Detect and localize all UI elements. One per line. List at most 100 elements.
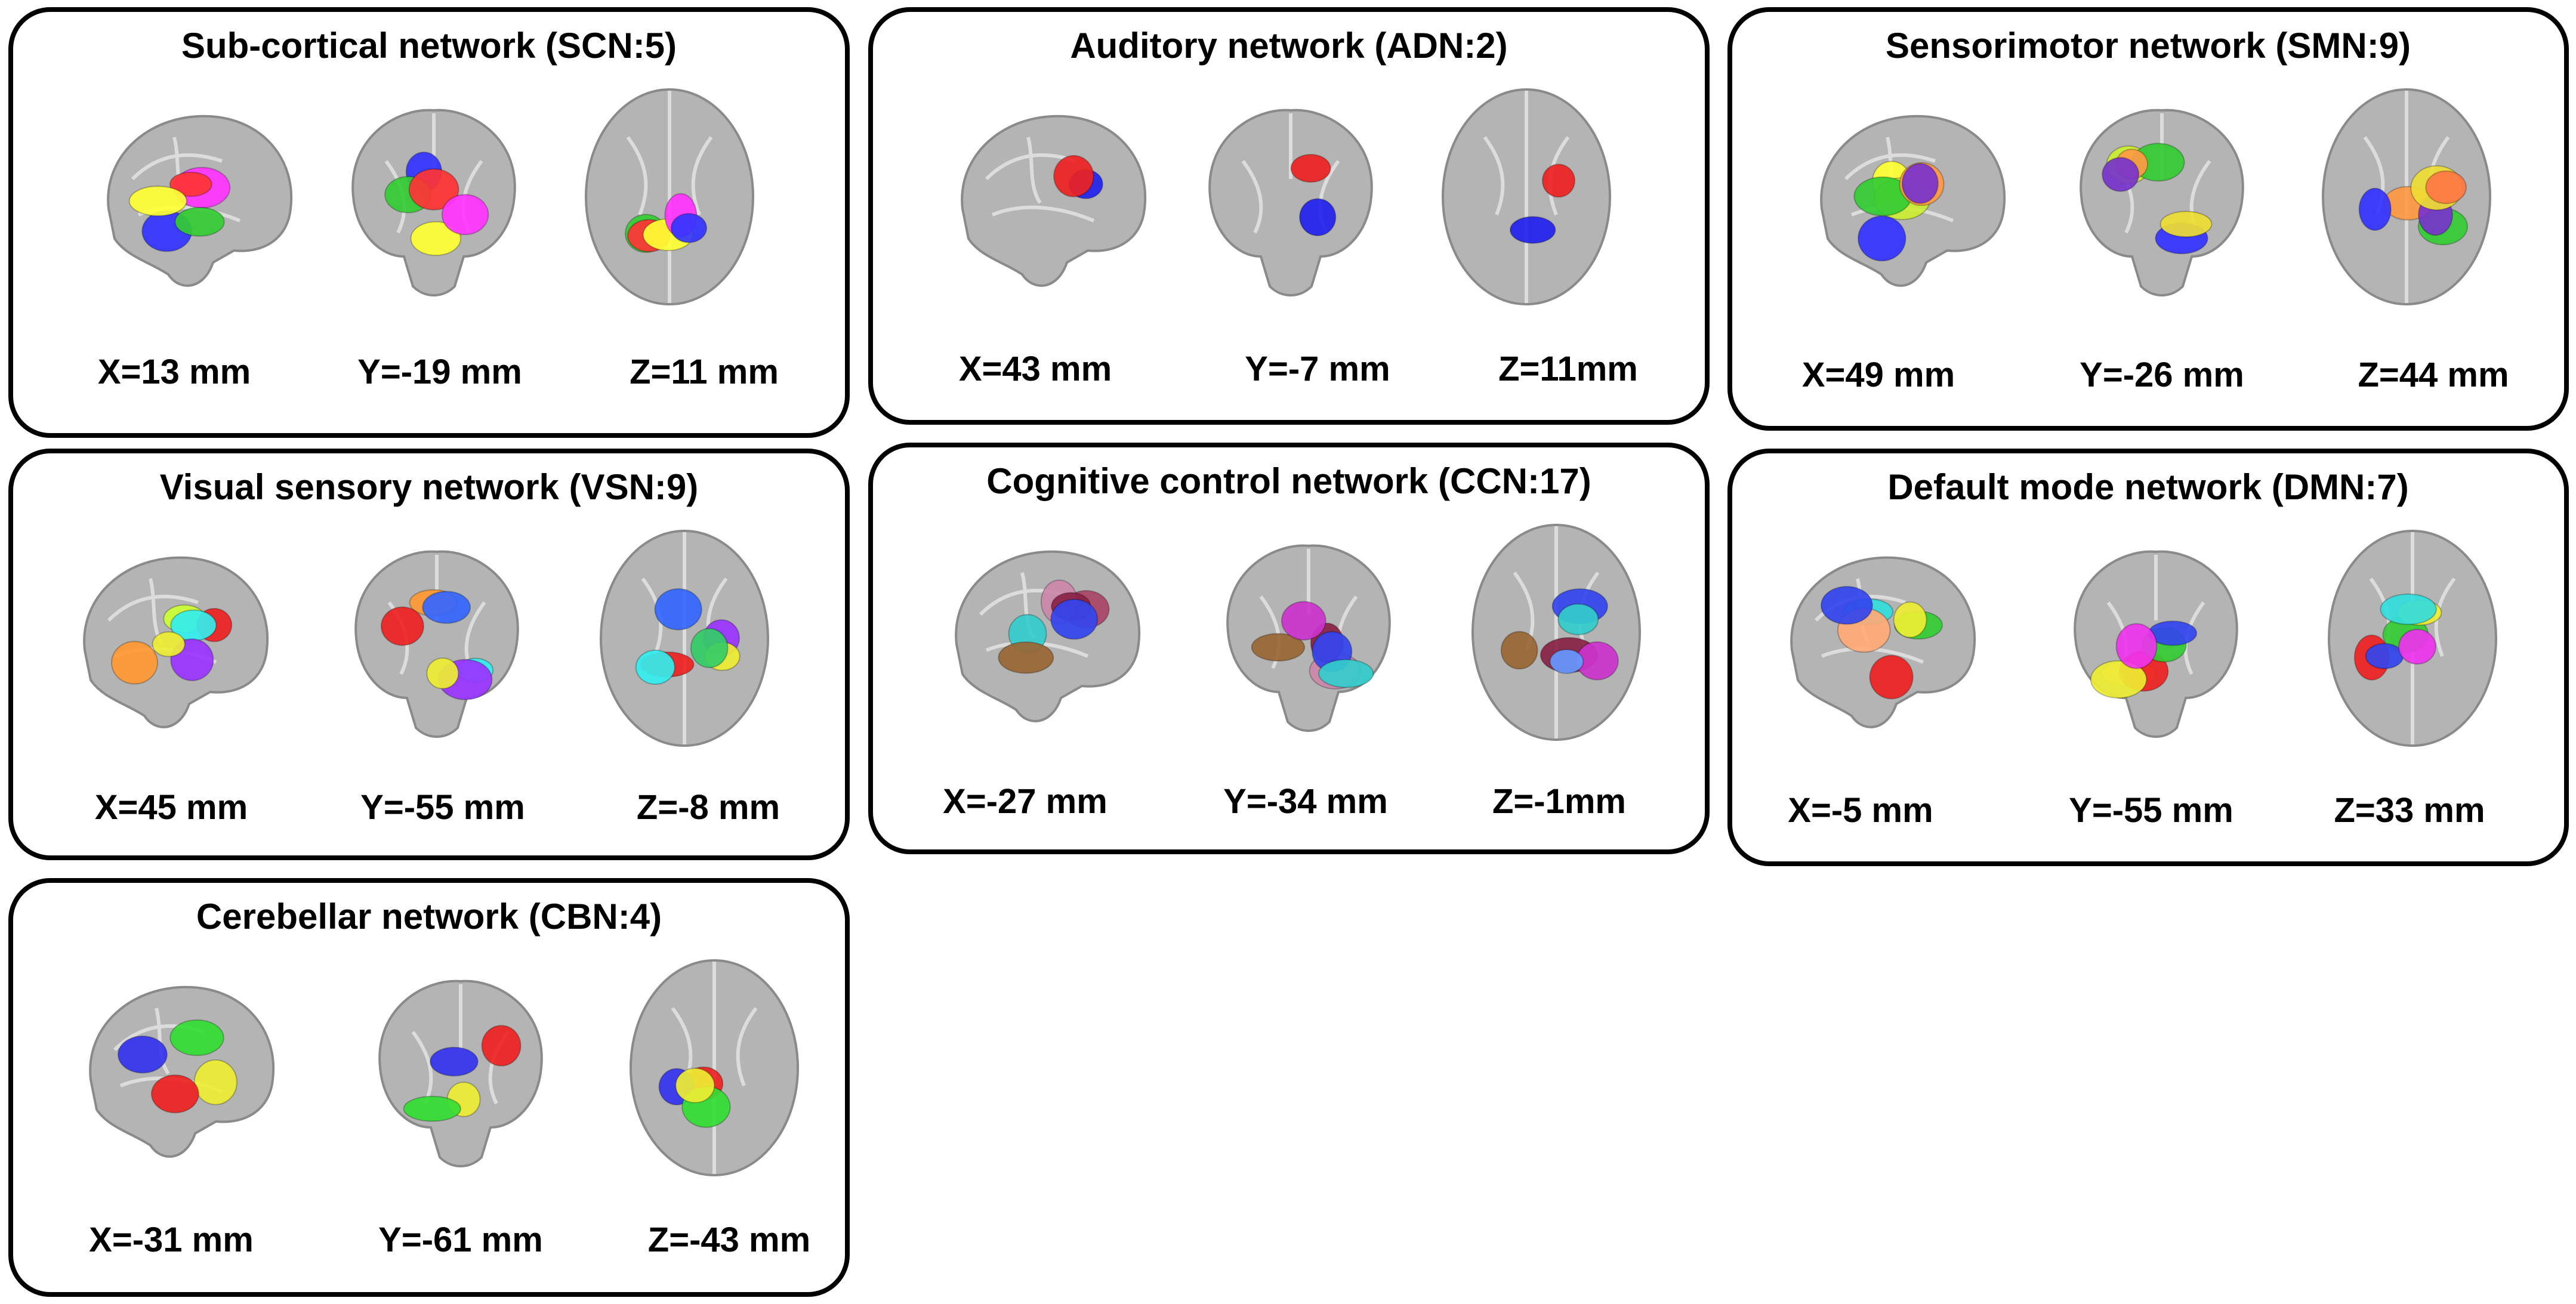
sagittal-slice (67, 954, 294, 1181)
activation-blob (2090, 660, 2148, 699)
sagittal-brain-icon (83, 556, 269, 728)
activation-blob (1869, 654, 1914, 700)
activation-blob (2159, 211, 2213, 237)
activation-blob (1050, 598, 1099, 640)
activation-blob (2425, 170, 2467, 205)
coronal-brain-icon (351, 109, 516, 296)
axial-slice (2299, 525, 2526, 752)
coronal-brain-icon (2074, 550, 2238, 738)
panel-title: Visual sensory network (VSN:9) (159, 467, 699, 507)
sagittal-slice (1768, 525, 1995, 752)
coronal-slice (2049, 84, 2275, 310)
activation-blob (1858, 215, 1906, 262)
activation-blob (2358, 187, 2392, 231)
activation-blob (1281, 601, 1326, 641)
activation-blob (2365, 642, 2404, 669)
y-coordinate-label: Y=-34 mm (1223, 782, 1388, 821)
y-coordinate-label: Y=-61 mm (378, 1220, 543, 1259)
activation-blob (1318, 659, 1374, 688)
activation-blob (670, 213, 708, 243)
sagittal-slice (85, 84, 311, 310)
activation-blob (403, 1095, 462, 1122)
coronal-slice (320, 84, 547, 310)
activation-blob (1901, 163, 1939, 204)
x-coordinate-label: X=-31 mm (89, 1220, 254, 1259)
axial-slice (556, 84, 783, 310)
sagittal-slice (1798, 84, 2025, 310)
activation-blob (1549, 648, 1584, 674)
activation-blob (2380, 593, 2437, 625)
activation-blob (193, 1059, 237, 1105)
coronal-brain-icon (354, 550, 519, 738)
axial-slice (1443, 519, 1670, 746)
y-coordinate-label: Y=-55 mm (360, 788, 525, 827)
axial-slice (601, 954, 828, 1181)
axial-brain-icon (630, 959, 799, 1176)
panel-vsn: Visual sensory network (VSN:9) X=45 mm Y… (8, 449, 850, 860)
sagittal-brain-icon (1820, 115, 2006, 287)
z-coordinate-label: Z=-1mm (1492, 782, 1627, 821)
activation-blob (408, 168, 459, 211)
z-coordinate-label: Z=-8 mm (636, 788, 780, 827)
activation-blob (117, 1036, 168, 1074)
x-coordinate-label: X=13 mm (97, 353, 251, 391)
activation-blob (2398, 629, 2436, 665)
panel-title: Sub-cortical network (SCN:5) (181, 26, 677, 66)
sagittal-brain-icon (955, 550, 1141, 722)
coronal-slice (2043, 525, 2269, 752)
activation-blob (1290, 154, 1331, 183)
activation-blob (1541, 163, 1576, 198)
activation-blob (1500, 631, 1538, 670)
x-coordinate-label: X=-5 mm (1788, 791, 1933, 830)
coronal-brain-icon (1208, 109, 1373, 296)
activation-blob (1299, 198, 1337, 237)
activation-blob (150, 1074, 199, 1114)
activation-blob (152, 631, 186, 657)
axial-slice (1413, 84, 1640, 310)
sagittal-brain-icon (961, 115, 1147, 287)
panel-smn: Sensorimotor network (SMN:9) X=49 mm Y=-… (1727, 7, 2569, 431)
x-coordinate-label: X=49 mm (1801, 356, 1955, 394)
panel-cbn: Cerebellar network (CBN:4) X=-31 mm Y=-6… (8, 878, 850, 1297)
brain-views (1732, 84, 2564, 310)
brain-views (13, 84, 845, 310)
x-coordinate-label: X=43 mm (958, 350, 1112, 388)
z-coordinate-label: Z=-43 mm (647, 1220, 811, 1259)
activation-blob (1509, 216, 1556, 244)
activation-blob (426, 657, 459, 690)
axial-slice (571, 525, 798, 752)
axial-brain-icon (1442, 88, 1611, 305)
coronal-slice (1195, 519, 1422, 746)
activation-blob (380, 606, 424, 646)
y-coordinate-label: Y=-19 mm (357, 353, 522, 391)
z-coordinate-label: Z=11mm (1498, 350, 1638, 388)
panel-title: Sensorimotor network (SMN:9) (1885, 26, 2411, 66)
sagittal-brain-icon (89, 985, 275, 1158)
axial-brain-icon (585, 88, 754, 305)
brain-views (873, 84, 1705, 310)
panel-title: Default mode network (DMN:7) (1887, 467, 2409, 507)
activation-blob (2102, 157, 2140, 192)
activation-blob (169, 171, 212, 197)
coronal-slice (1177, 84, 1404, 310)
z-coordinate-label: Z=33 mm (2334, 791, 2485, 830)
axial-brain-icon (2322, 88, 2491, 305)
x-coordinate-label: X=45 mm (94, 788, 248, 827)
z-coordinate-label: Z=11 mm (630, 353, 779, 391)
activation-blob (410, 221, 462, 257)
brain-views (13, 954, 845, 1181)
activation-blob (169, 1019, 224, 1056)
x-coordinate-label: X=-27 mm (943, 782, 1107, 821)
panel-title: Cerebellar network (CBN:4) (196, 897, 662, 937)
activation-blob (2115, 623, 2158, 669)
y-coordinate-label: Y=-7 mm (1245, 350, 1390, 388)
activation-blob (441, 194, 489, 236)
coronal-brain-icon (1226, 544, 1391, 732)
axial-brain-icon (1471, 524, 1641, 741)
activation-blob (174, 206, 225, 237)
activation-blob (654, 588, 702, 631)
sagittal-slice (939, 84, 1165, 310)
coronal-slice (347, 954, 574, 1181)
y-coordinate-label: Y=-26 mm (2080, 356, 2244, 394)
activation-blob (1053, 154, 1094, 197)
